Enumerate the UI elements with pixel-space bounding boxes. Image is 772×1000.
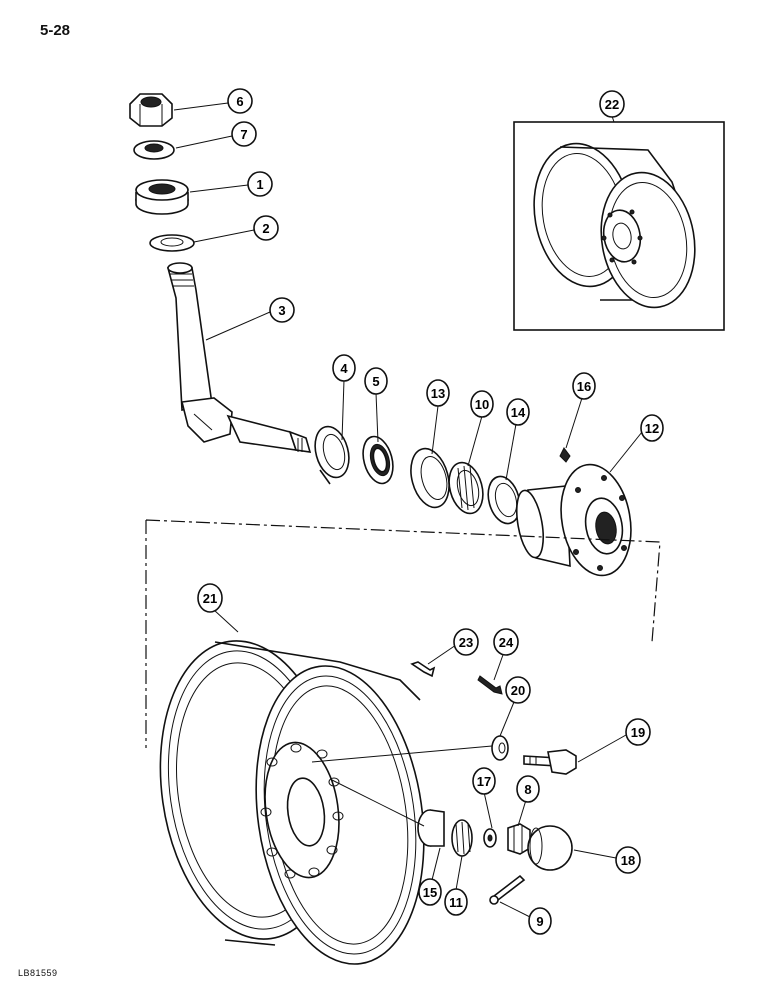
valve-24 [477,675,503,695]
inset-box [513,121,725,331]
callout-8: 8 [516,775,540,803]
svg-text:24: 24 [499,635,514,650]
svg-text:7: 7 [240,127,247,142]
svg-text:6: 6 [236,94,243,109]
callout-14: 14 [506,398,530,426]
callout-13: 13 [426,379,450,407]
callout-1: 1 [247,171,273,197]
svg-text:8: 8 [524,782,531,797]
nut-6 [129,93,173,127]
svg-text:4: 4 [340,361,348,376]
cup-13 [410,447,450,509]
callout-24: 24 [493,628,519,656]
assembly-plane [145,519,661,748]
callout-22: 22 [599,90,625,118]
callout-3: 3 [269,297,295,323]
callout-10: 10 [470,390,494,418]
washer-2 [149,234,195,252]
seal-5 [362,435,394,485]
callout-19: 19 [625,718,651,746]
bearing-11 [451,819,473,857]
seal-4 [314,425,350,485]
washer-20 [491,735,509,761]
callout-23: 23 [453,628,479,656]
svg-text:5: 5 [372,374,379,389]
svg-text:21: 21 [203,591,217,606]
svg-text:16: 16 [577,379,591,394]
callout-20: 20 [505,676,531,704]
svg-text:20: 20 [511,683,525,698]
callout-11: 11 [444,888,468,916]
svg-text:17: 17 [477,774,491,789]
callout-18: 18 [615,846,641,874]
reference-code: LB81559 [18,968,58,978]
bearing-10 [448,461,484,515]
callout-7: 7 [231,121,257,147]
washer-17 [483,828,497,848]
svg-text:9: 9 [536,914,543,929]
callout-16: 16 [572,372,596,400]
nut-8 [507,823,531,855]
svg-text:1: 1 [256,177,263,192]
svg-text:23: 23 [459,635,473,650]
svg-text:12: 12 [645,421,659,436]
svg-text:18: 18 [621,853,635,868]
inset-wheel [533,142,696,309]
callout-17: 17 [472,767,496,795]
svg-text:2: 2 [262,221,269,236]
spacer-1 [135,179,189,215]
callout-4: 4 [332,354,356,382]
callout-12: 12 [640,414,664,442]
leader-lines [173,102,643,919]
cap-18 [527,825,573,871]
svg-text:11: 11 [449,895,463,910]
page-number: 5-28 [40,22,71,39]
svg-text:22: 22 [605,97,619,112]
callout-5: 5 [364,367,388,395]
svg-text:3: 3 [278,303,285,318]
stub-axle-3 [166,262,312,453]
grease-fitting-16 [559,447,571,463]
cotter-pin-9 [489,874,526,905]
callout-2: 2 [253,215,279,241]
svg-text:13: 13 [431,386,445,401]
callout-9: 9 [528,907,552,935]
bolt-19 [523,749,577,775]
washer-7 [133,140,175,160]
hub-12 [515,463,632,577]
svg-text:15: 15 [423,885,437,900]
stud-23 [410,661,436,678]
svg-text:10: 10 [475,397,489,412]
svg-text:19: 19 [631,725,645,740]
wheel-21 [159,640,425,965]
cup-15 [417,809,445,847]
callout-15: 15 [418,878,442,906]
svg-text:14: 14 [511,405,526,420]
callout-6: 6 [227,88,253,114]
callout-21: 21 [197,583,223,613]
